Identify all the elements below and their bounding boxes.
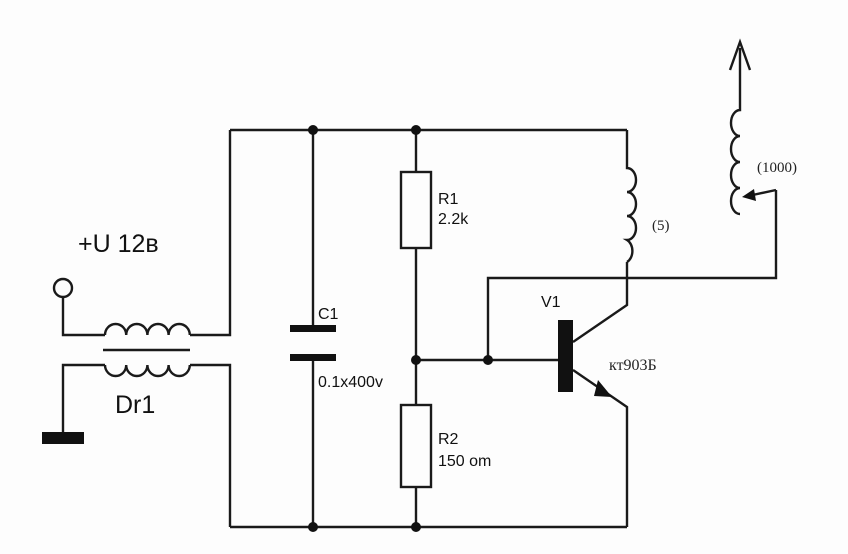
ground-wire [61, 363, 105, 435]
emitter-wire [572, 369, 629, 527]
r1-value: 2.2k [438, 211, 469, 228]
junction-dot [411, 125, 421, 135]
secondary-coil [729, 48, 742, 216]
r1-name: R1 [438, 191, 459, 208]
choke-winding-bottom [103, 364, 191, 378]
junction-dot [308, 522, 318, 532]
transistor-name: V1 [541, 294, 561, 311]
ground-symbol [42, 432, 84, 444]
supply-wire [61, 297, 105, 337]
supply-label: +U 12в [78, 230, 159, 258]
left-wire-top [190, 130, 232, 337]
primary-coil [622, 130, 638, 264]
choke-label: Dr1 [115, 391, 155, 419]
emitter-arrow-icon [594, 380, 612, 397]
r2-value: 150 om [438, 453, 491, 470]
r2-body [399, 403, 433, 489]
collector-wire [572, 262, 629, 343]
c1-plate-top [290, 325, 336, 332]
r2-name: R2 [438, 431, 459, 448]
left-wire-bottom [190, 363, 232, 527]
transistor-base-bar [558, 320, 573, 392]
secondary-turns: (1000) [757, 160, 797, 176]
choke-winding-top [103, 322, 191, 336]
transistor-part: кт903Б [609, 357, 657, 374]
junction-dot [308, 125, 318, 135]
c1-value: 0.1x400v [318, 374, 383, 391]
junction-dot [411, 522, 421, 532]
tap-arrow-icon [742, 189, 756, 201]
junction-dot [411, 355, 421, 365]
c1-plate-bottom [290, 354, 336, 361]
output-arrow-icon [728, 38, 752, 71]
c1-name: C1 [318, 306, 339, 323]
feedback-wire [486, 190, 778, 360]
supply-terminal [52, 277, 74, 299]
junctions [308, 125, 493, 532]
primary-turns: (5) [652, 218, 670, 234]
r1-body [399, 170, 433, 250]
junction-dot [483, 355, 493, 365]
